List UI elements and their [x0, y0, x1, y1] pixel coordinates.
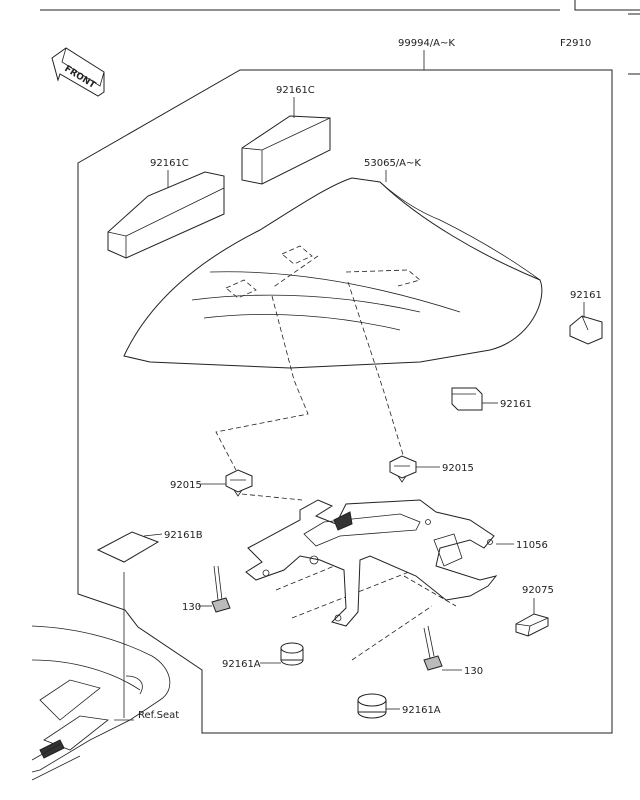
- bolt-130-right: [423, 625, 443, 671]
- label-92161a-left: 92161A: [222, 659, 261, 670]
- kit-outline: [77, 69, 613, 734]
- label-130-left: 130: [182, 602, 201, 613]
- label-92161-right: 92161: [570, 290, 602, 301]
- label-92161b: 92161B: [164, 530, 203, 541]
- corner-box: [574, 0, 640, 11]
- bolt-130-left: [211, 565, 231, 613]
- grommet-92161a-right: [357, 693, 387, 719]
- align-line-bracket-left: [241, 493, 303, 501]
- seat-cover-53065: [123, 177, 543, 369]
- label-92015-right: 92015: [442, 463, 474, 474]
- figure-code: F2910: [560, 38, 591, 49]
- label-92161a-right: 92161A: [402, 705, 441, 716]
- pad-92161c-right: [241, 115, 331, 185]
- sheet-92161b: [96, 531, 160, 563]
- pad-92161c-left: [107, 171, 225, 259]
- reference-seat: [31, 625, 171, 781]
- label-92161-middle: 92161: [500, 399, 532, 410]
- label-130-right: 130: [464, 666, 483, 677]
- clip-92015-left: [225, 469, 253, 497]
- label-92161c-left: 92161C: [150, 158, 189, 169]
- align-line-lower-4: [403, 575, 457, 607]
- ref-seat-label: Ref.Seat: [138, 710, 179, 721]
- label-92075: 92075: [522, 585, 554, 596]
- clip-92015-right: [389, 455, 417, 483]
- bracket-11056: [245, 499, 498, 627]
- label-53065: 53065/A~K: [364, 158, 421, 169]
- pad-92161-middle: [451, 387, 483, 411]
- leader-92161b: [143, 533, 163, 537]
- front-arrow-icon: FRONT: [51, 47, 105, 97]
- grommet-92161a-left: [280, 642, 304, 666]
- align-line-lower-3: [351, 605, 433, 661]
- label-92015-left: 92015: [170, 480, 202, 491]
- align-line-right: [347, 281, 405, 459]
- label-99994: 99994/A~K: [398, 38, 455, 49]
- pad-92161-right: [569, 315, 603, 345]
- align-line-left: [215, 295, 309, 471]
- label-92161c-right: 92161C: [276, 85, 315, 96]
- label-11056: 11056: [516, 540, 548, 551]
- block-92075: [515, 613, 549, 637]
